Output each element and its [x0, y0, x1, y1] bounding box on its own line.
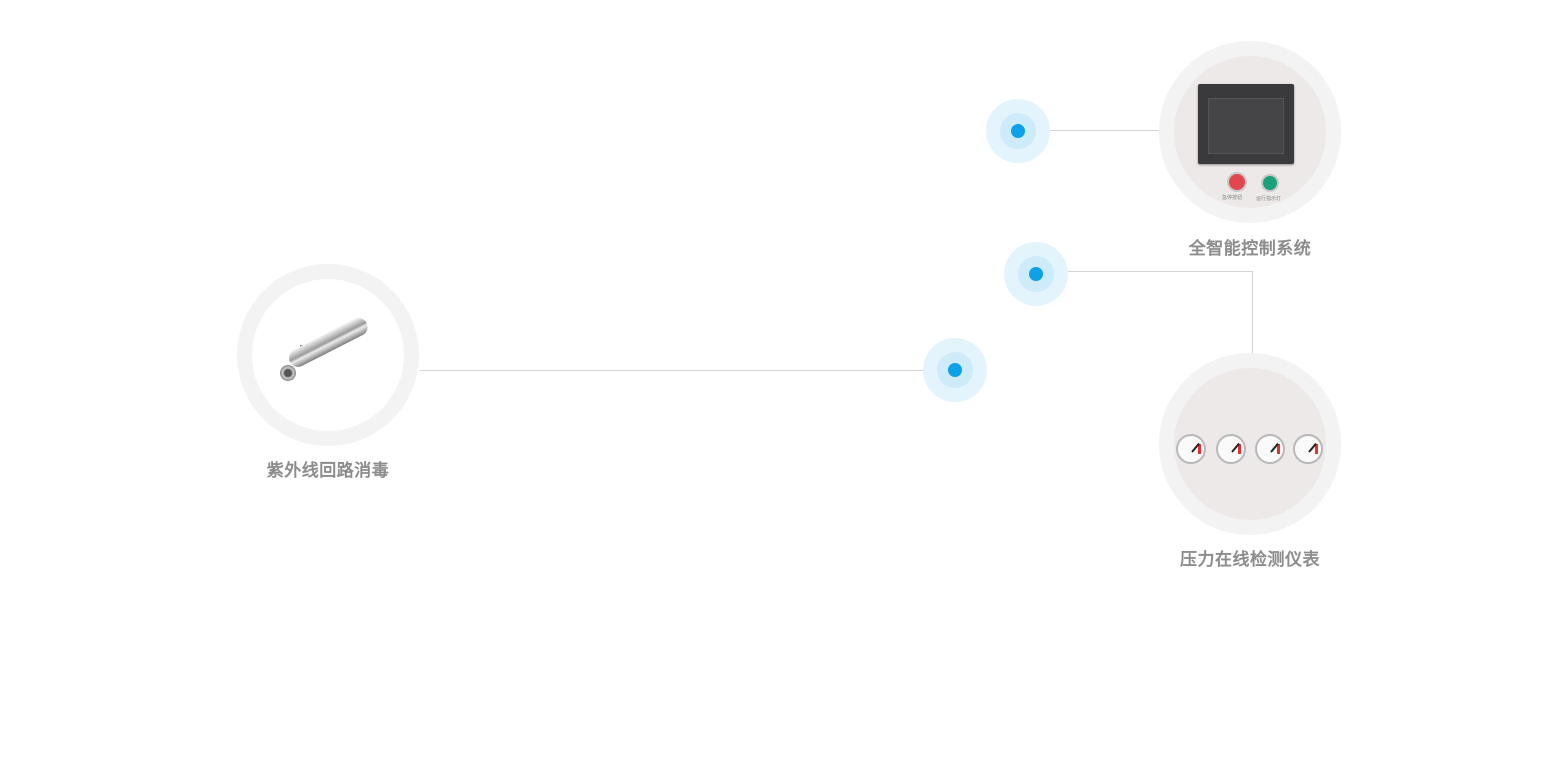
feature-label: 全智能控制系统	[1188, 239, 1312, 259]
uv-sterilizer-tube-icon	[252, 279, 404, 431]
hotspot-dot-icon	[1011, 124, 1025, 138]
feature-ring	[1159, 353, 1341, 535]
hotspot-dot-icon	[948, 363, 962, 377]
hotspot-gauges[interactable]	[1004, 242, 1068, 306]
feature-ring	[237, 264, 419, 446]
connector-control	[1018, 130, 1178, 131]
connector-gauges-vertical	[1252, 271, 1253, 371]
control-panel-icon: 急停按钮 运行指示灯	[1174, 56, 1326, 208]
hotspot-control[interactable]	[986, 99, 1050, 163]
feature-label: 压力在线检测仪表	[1180, 550, 1320, 570]
feature-label: 紫外线回路消毒	[266, 461, 390, 481]
feature-ring: 急停按钮 运行指示灯	[1159, 41, 1341, 223]
connector-uv	[419, 370, 955, 371]
connector-gauges-horizontal	[1036, 271, 1253, 272]
hotspot-dot-icon	[1029, 267, 1043, 281]
hotspot-uv[interactable]	[923, 338, 987, 402]
pressure-gauges-icon	[1174, 368, 1326, 520]
